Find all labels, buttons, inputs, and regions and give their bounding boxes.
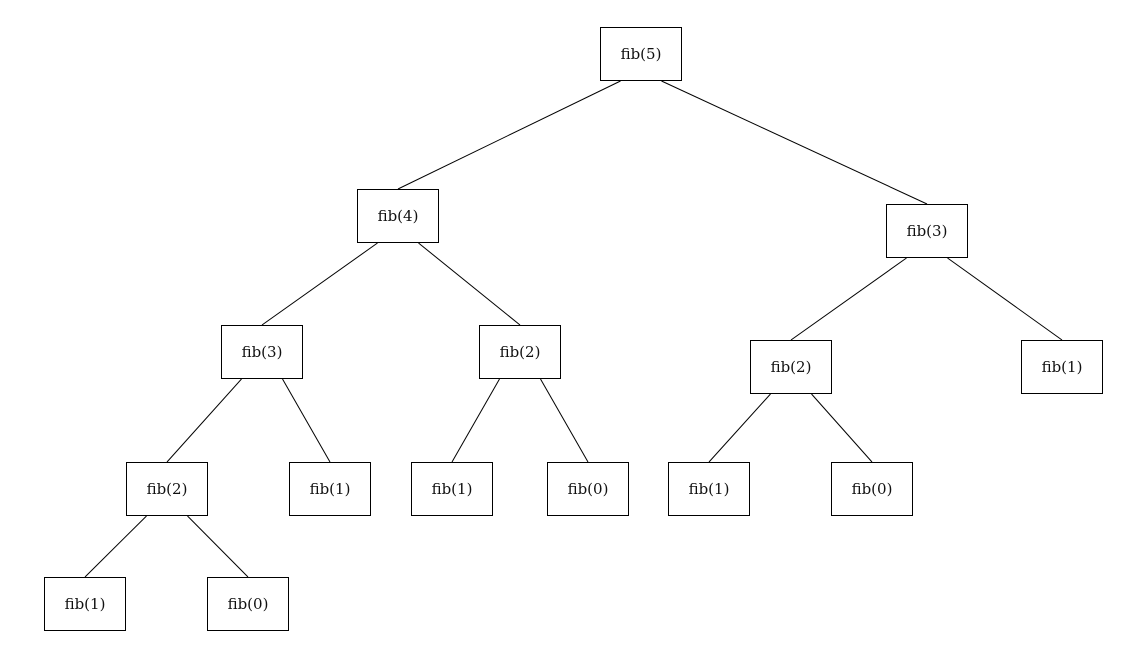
edge-rl-rll — [708, 393, 771, 463]
node-fib-2: fib(2) — [126, 462, 208, 516]
node-fib-3-left: fib(3) — [221, 325, 303, 379]
edge-root-r — [661, 80, 928, 205]
node-label: fib(2) — [146, 480, 188, 498]
edge-lr-lrl — [451, 378, 500, 463]
node-fib-1: fib(1) — [289, 462, 371, 516]
edge-lll-lllr — [187, 515, 249, 578]
node-fib-1: fib(1) — [1021, 340, 1103, 394]
node-label: fib(5) — [620, 45, 662, 63]
node-label: fib(3) — [241, 343, 283, 361]
node-fib-2: fib(2) — [750, 340, 832, 394]
edge-r-rr — [947, 257, 1063, 341]
edge-lll-llll — [84, 515, 147, 578]
edge-lr-lrr — [540, 378, 589, 463]
node-label: fib(1) — [309, 480, 351, 498]
node-label: fib(0) — [567, 480, 609, 498]
edge-r-rl — [790, 257, 907, 341]
node-fib-1: fib(1) — [411, 462, 493, 516]
node-label: fib(4) — [377, 207, 419, 225]
node-label: fib(1) — [431, 480, 473, 498]
edge-l-ll — [261, 242, 378, 326]
node-label: fib(1) — [64, 595, 106, 613]
node-fib-4: fib(4) — [357, 189, 439, 243]
node-label: fib(1) — [688, 480, 730, 498]
node-label: fib(2) — [770, 358, 812, 376]
node-fib-2: fib(2) — [479, 325, 561, 379]
node-fib-0: fib(0) — [831, 462, 913, 516]
node-fib-5: fib(5) — [600, 27, 682, 81]
edge-rl-rlr — [811, 393, 873, 463]
node-label: fib(0) — [227, 595, 269, 613]
node-fib-0: fib(0) — [547, 462, 629, 516]
edge-ll-llr — [282, 378, 331, 463]
edge-ll-lll — [166, 378, 242, 463]
node-fib-0: fib(0) — [207, 577, 289, 631]
node-label: fib(0) — [851, 480, 893, 498]
edge-root-l — [397, 80, 621, 190]
edge-l-lr — [418, 242, 521, 326]
node-label: fib(2) — [499, 343, 541, 361]
node-label: fib(3) — [906, 222, 948, 240]
node-fib-1: fib(1) — [44, 577, 126, 631]
node-fib-1: fib(1) — [668, 462, 750, 516]
node-label: fib(1) — [1041, 358, 1083, 376]
node-fib-3-right: fib(3) — [886, 204, 968, 258]
